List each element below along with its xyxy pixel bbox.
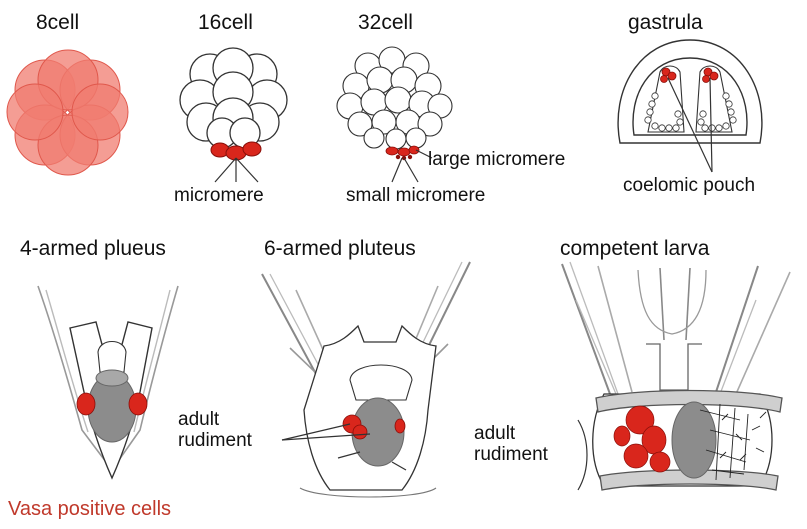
label-adult-rudiment-6armed: adult rudiment: [178, 410, 252, 452]
embryo-16cell: [180, 48, 287, 182]
stage-label-6armed-pluteus: 6-armed pluteus: [264, 238, 416, 259]
embryo-gastrula: [618, 40, 762, 172]
micromere-pointer: [215, 158, 258, 182]
stage-label-4armed-pluteus: 4-armed plueus: [20, 238, 166, 259]
legend-vasa-positive-cells: Vasa positive cells: [8, 498, 171, 521]
stage-label-16cell: 16cell: [198, 12, 253, 33]
label-large-micromere: large micromere: [428, 150, 565, 169]
adult-rudiment-pointer-competent: [578, 420, 587, 490]
stage-label-gastrula: gastrula: [628, 12, 703, 33]
competent-larva: [562, 262, 790, 490]
pluteus-4armed: [38, 286, 178, 478]
label-adult-rudiment-competent: adult rudiment: [474, 424, 548, 466]
stage-label-competent-larva: competent larva: [560, 238, 709, 259]
label-micromere: micromere: [174, 186, 264, 205]
stage-label-8cell: 8cell: [36, 12, 79, 33]
label-small-micromere: small micromere: [346, 186, 485, 205]
stage-label-32cell: 32cell: [358, 12, 413, 33]
label-coelomic-pouch: coelomic pouch: [623, 176, 755, 195]
embryo-8cell: [7, 50, 128, 175]
large-micromere-cells: [386, 146, 419, 156]
pluteus-6armed: [262, 262, 470, 497]
